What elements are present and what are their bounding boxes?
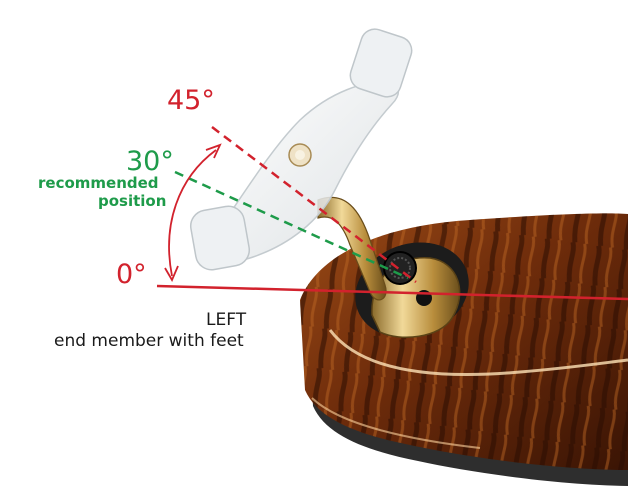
caption-end-member: end member with feet [54, 331, 244, 351]
label-30-degrees: 30° [126, 146, 174, 177]
line-45-degrees [211, 126, 417, 283]
arc-arrow-top [205, 143, 222, 159]
wood-highlight [328, 329, 628, 377]
label-0-degrees: 0° [116, 259, 147, 290]
caption-left: LEFT [206, 310, 247, 330]
adjust-knob-grip [389, 257, 411, 279]
clear-end-member [189, 28, 413, 271]
arc-arrow-bottom [164, 265, 179, 282]
label-recommended: recommended [38, 174, 159, 192]
lower-foot [189, 205, 251, 271]
upper-foot [349, 28, 413, 98]
line-30-degrees [174, 170, 409, 280]
angle-arc [168, 149, 217, 277]
end-member-mount [317, 196, 469, 338]
line-0-degrees [156, 284, 628, 301]
shoulder-rest-body [300, 213, 628, 486]
angle-reference-lines [156, 126, 628, 301]
wood-edge-highlight [311, 397, 481, 449]
center-rivet-core [295, 150, 305, 160]
label-45-degrees: 45° [167, 85, 215, 116]
adjust-knob [383, 251, 417, 285]
clear-arm [211, 81, 400, 262]
label-position: position [98, 192, 166, 210]
